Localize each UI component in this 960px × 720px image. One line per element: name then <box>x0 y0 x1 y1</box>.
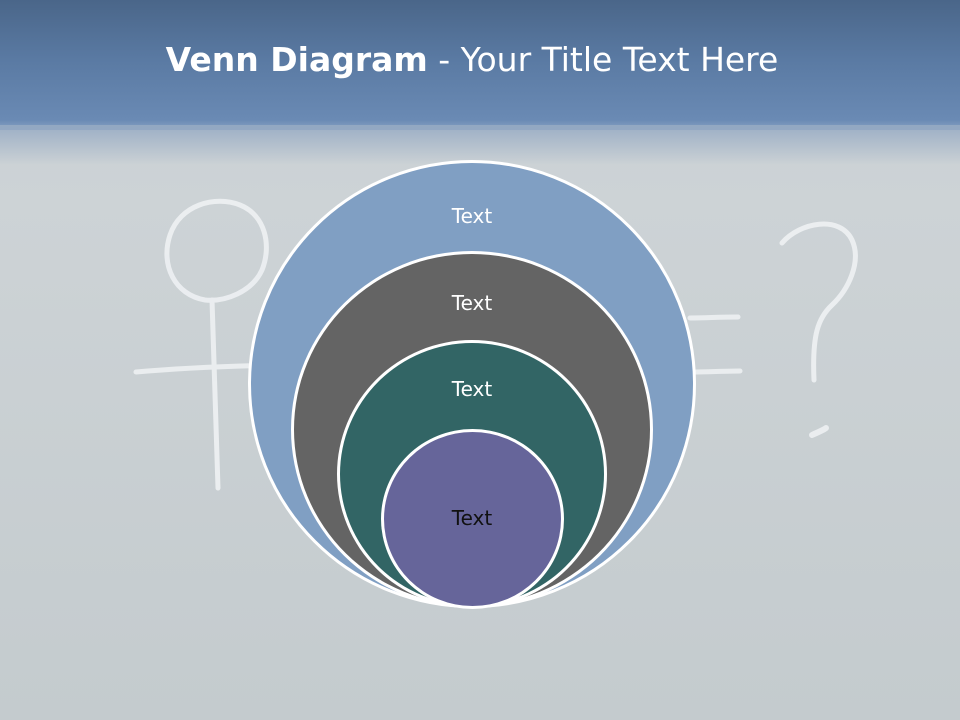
circle-third-label: Text <box>451 377 493 401</box>
circle-second-label: Text <box>451 291 493 315</box>
title-bold: Venn Diagram <box>165 40 428 79</box>
title-bar-fade <box>0 125 960 165</box>
circle-outer-label: Text <box>451 204 493 228</box>
question-mark-icon <box>779 221 858 383</box>
circle-inner[interactable] <box>381 429 564 609</box>
circle-inner-label: Text <box>451 506 493 530</box>
female-symbol-icon <box>164 198 269 303</box>
title-bar <box>0 0 960 130</box>
equals-icon <box>687 314 741 321</box>
title-rest: - Your Title Text Here <box>427 40 779 79</box>
slide-title[interactable]: Venn Diagram - Your Title Text Here <box>0 40 944 79</box>
